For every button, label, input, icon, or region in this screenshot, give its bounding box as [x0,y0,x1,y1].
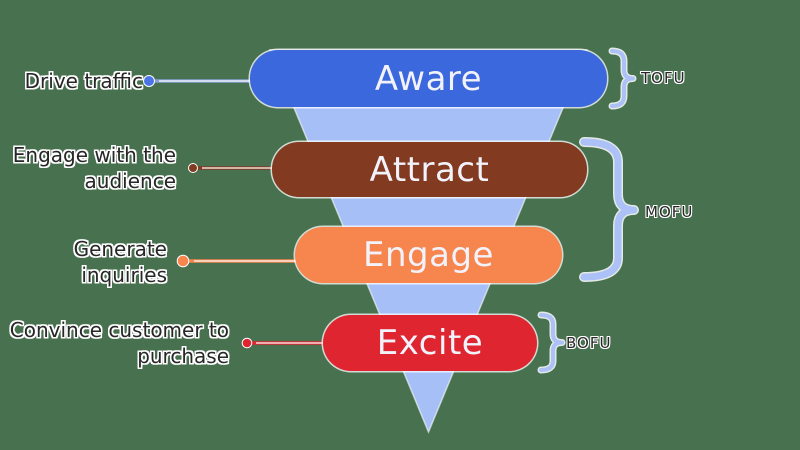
bofu-brace-stroke [539,313,564,372]
connector-engage [176,254,306,268]
stage-group-mofu: MOFU [645,203,694,221]
annotation-line: purchase [137,344,229,368]
stage-label-engage: Engage [363,235,494,275]
stage-bar-excite: Excite [323,315,537,371]
connector-excite [241,337,334,349]
stage-bar-aware: Aware [250,50,607,107]
mofu-brace-stroke [580,138,638,281]
annotation-line: audience [84,169,176,193]
connector-dot-excite [241,337,253,349]
bofu-brace [537,311,566,374]
annotation-line: Convince customer to [9,318,229,342]
stage-bar-attract: Attract [272,142,587,197]
connector-dot-aware [143,75,155,87]
annotation-line: Drive traffic [24,69,143,93]
annotation-engage-audience: Engage with the audience [13,142,176,194]
connector-dot-engage [176,254,190,268]
stage-bar-engage: Engage [295,227,562,283]
connector-dot-attract [188,163,198,173]
stage-label-attract: Attract [369,149,490,190]
annotation-line: inquiries [81,263,167,287]
annotation-convince-purchase: Convince customer to purchase [10,317,229,369]
stage-group-bofu: BOFU [566,334,612,352]
tofu-brace [608,47,637,110]
stage-label-aware: Aware [374,58,483,99]
connector-attract [188,163,284,173]
mofu-brace [579,137,639,282]
annotation-generate-inquiries: Generate inquiries [74,236,167,288]
stage-label-excite: Excite [376,323,484,363]
tofu-brace-stroke [610,49,635,108]
annotation-line: Generate [73,237,167,261]
stage-group-tofu: TOFU [641,69,686,87]
annotation-drive-traffic: Drive traffic [25,68,143,94]
connector-aware [143,75,262,87]
annotation-line: Engage with the [12,143,176,167]
